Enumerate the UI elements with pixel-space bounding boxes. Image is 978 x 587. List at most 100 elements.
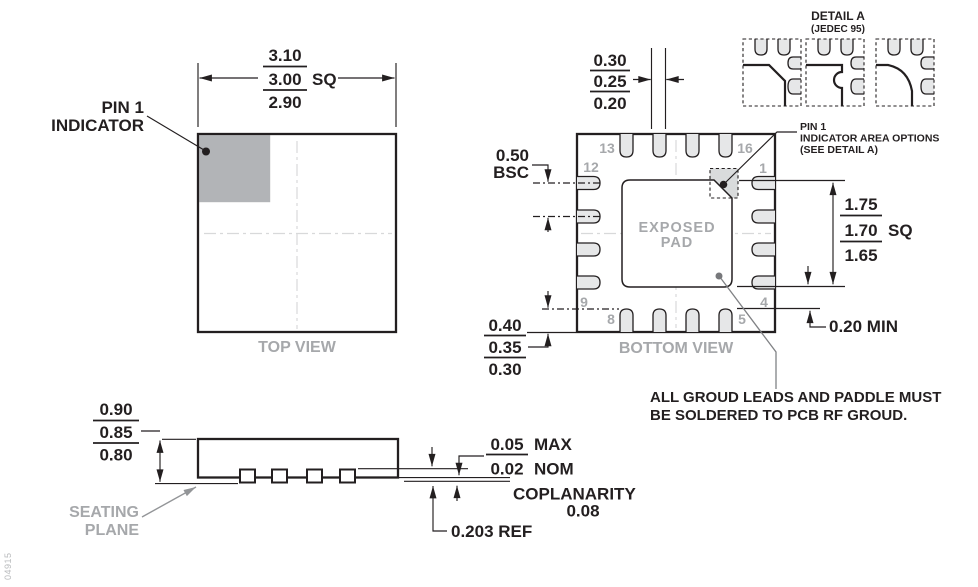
dim-package-size: 3.10 3.00 SQ 2.90 [197,46,397,127]
lead-pad [920,78,934,95]
lead-pad [850,56,864,70]
lead-pad [652,308,667,332]
lead-pad [840,39,854,56]
dim-max: 0.40 [488,316,521,335]
pin1-label-line1: PIN 1 [101,98,144,117]
dim-min: 0.20 [593,94,626,113]
ground-note-line2: BE SOLDERED TO PCB RF GROUD. [650,407,907,424]
lead-pad [751,175,775,191]
lead-pad [887,39,901,56]
ground-note: ALL GROUD LEADS AND PADDLE MUST BE SOLDE… [650,272,941,424]
dim-max: 0.30 [593,51,626,70]
coplanarity-value: 0.08 [566,502,599,521]
dim-lead-width: 0.30 0.25 0.20 [590,48,684,129]
leader-dot [719,180,728,189]
exposed-pad-outline [621,179,733,288]
lead-pad [751,242,775,257]
detail-a: DETAIL A (JEDEC 95) [742,9,935,107]
dim-lead-thickness: 0.203 REF [428,447,532,541]
pin1-area-dashed-box [709,167,739,199]
dim-min: 2.90 [268,93,301,112]
dim-height: 0.90 0.85 0.80 [93,400,196,482]
pin-number-12: 12 [583,159,599,175]
note-line3: (SEE DETAIL A) [800,144,878,156]
top-view: TOP VIEW 3.10 3.00 SQ 2.90 PIN 1 INDICAT… [51,46,398,356]
ground-note-line1: ALL GROUD LEADS AND PADDLE MUST [650,389,941,406]
lead-pad [619,308,634,332]
dim-min: 0.30 [488,360,521,379]
dim-min: 1.65 [844,246,877,265]
exposed-pad-label-line1: EXPOSED [638,220,715,236]
lead-pad [910,39,924,56]
lead-pad [920,56,934,70]
detail-box [805,38,865,107]
lead-pad [652,134,667,158]
lead-pad [850,78,864,95]
lead-pad [577,275,601,290]
lead-pad [777,39,791,56]
package-body-outline [575,132,777,334]
dim-lead-length: 0.40 0.35 0.30 [484,291,619,379]
dim-max-qualifier: MAX [534,435,572,454]
lead-pad [619,134,634,158]
pin1-indicator-area [199,135,271,203]
pin1-area-note: PIN 1 INDICATOR AREA OPTIONS (SEE DETAIL… [719,121,939,189]
detail-a-title: DETAIL A [811,9,865,23]
document-number: 04915 [3,552,13,580]
dim-nom: 1.70 [844,221,877,240]
pin-number-13: 13 [599,140,615,156]
lead-pad [787,56,801,70]
lead-pad [718,308,733,332]
leader-dot [202,147,210,156]
dim-nom-qualifier: NOM [534,460,574,479]
dim-nom: 3.00 [268,70,301,89]
lead-pad [754,39,768,56]
dim-clearance: 0.20 MIN [737,266,898,336]
side-view: 0.90 0.85 0.80 SEATING PLANE 0.05 MAX 0.… [69,400,636,541]
coplanarity-label: COPLANARITY [513,485,636,504]
exposed-pad-label-line2: PAD [661,235,694,251]
pin-number-5: 5 [738,311,746,327]
lead-foot [306,468,323,484]
lead-pad [787,78,801,95]
dim-nom: 0.02 [490,460,523,479]
dim-value: 0.203 REF [451,522,532,541]
dim-nom: 0.35 [488,338,521,357]
dim-suffix: SQ [888,221,913,240]
detail-option-notch [805,38,865,107]
pin1-indicator-callout: PIN 1 INDICATOR [51,98,210,156]
seating-plane-callout: SEATING PLANE [69,486,197,539]
leader-dot [715,272,723,280]
pin-number-4: 4 [760,294,768,310]
seating-plane-line1: SEATING [69,504,139,521]
lead-pad [685,134,700,158]
bottom-view-label: BOTTOM VIEW [619,340,734,357]
bottom-view: EXPOSED PAD 13 16 12 1 9 8 4 5 BOTTOM VI… [484,48,941,424]
dim-max: 0.90 [99,400,132,419]
lead-pad [718,134,733,158]
dim-exposed-pad: 1.75 1.70 SQ 1.65 [737,179,913,288]
detail-box [875,38,935,107]
pin-number-1: 1 [759,160,767,176]
lead-pad [751,209,775,224]
dim-min: 0.80 [99,446,132,465]
pin-number-9: 9 [580,294,588,310]
package-body-profile [196,437,400,479]
dim-standoff: 0.05 MAX 0.02 NOM [453,435,574,501]
lead-pad [751,275,775,290]
dim-value: 0.50 [496,146,529,165]
dim-qualifier: BSC [493,163,529,182]
lead-foot [339,468,356,484]
note-line2: INDICATOR AREA OPTIONS [800,133,939,145]
pin1-label-line2: INDICATOR [51,116,144,135]
dim-nom: 0.25 [593,72,626,91]
detail-box [742,38,802,107]
detail-a-subtitle: (JEDEC 95) [811,24,865,35]
pin-number-8: 8 [607,311,615,327]
top-view-label: TOP VIEW [258,339,337,356]
pin-number-16: 16 [737,140,753,156]
dim-max: 1.75 [844,195,877,214]
coplanarity-note: COPLANARITY 0.08 [513,485,636,521]
seating-plane-line2: PLANE [85,522,140,539]
